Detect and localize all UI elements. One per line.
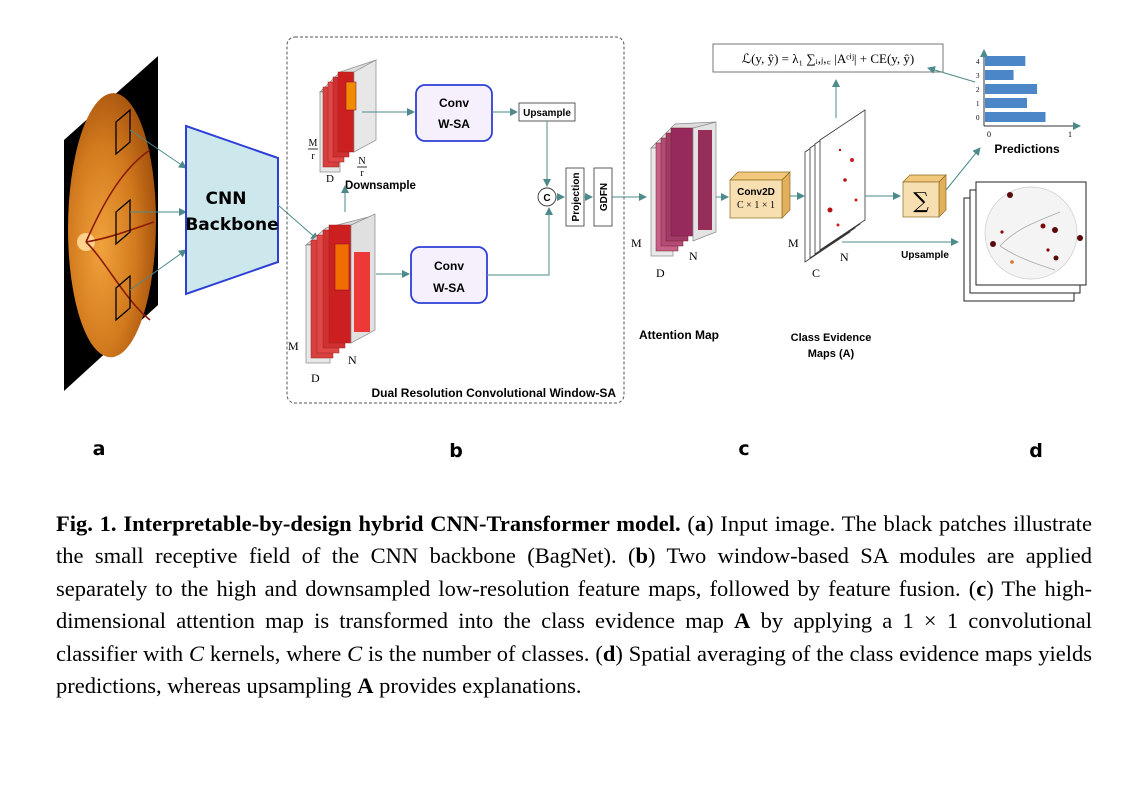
caption-part-c-2: by applying a 1 × 1 convolutional classi… — [56, 608, 1093, 666]
conv2d-block: Conv2D C × 1 × 1 — [729, 171, 791, 219]
panel-letter-d: d — [1029, 440, 1043, 462]
caption-part-d-label: d — [602, 640, 616, 666]
conv2d-l1: Conv2D — [737, 187, 775, 198]
prediction-bar-1 — [985, 98, 1027, 108]
loss-formula-box — [712, 43, 944, 73]
downsample-label: Downsample — [345, 180, 416, 192]
input-image — [64, 56, 158, 391]
x-tick-1: 1 — [1068, 130, 1072, 139]
dim-M-cem: M — [788, 236, 799, 250]
dim-N-large: N — [348, 353, 357, 367]
y-tick-0: 0 — [976, 114, 980, 122]
conv-wsa-bottom: Conv W-SA — [410, 246, 488, 304]
caption-part-a: Input image. The black patches illustrat… — [56, 511, 1092, 569]
conv2d-l2: C × 1 × 1 — [737, 200, 775, 211]
x-tick-0: 0 — [987, 130, 991, 139]
class-evidence-l1: Class Evidence — [791, 332, 872, 344]
caption-part-d-2: provides explanations. — [379, 673, 582, 699]
upsample-box-label: Upsample — [523, 108, 571, 119]
conv-wsa-top: Conv W-SA — [415, 84, 493, 142]
gdfn-label: GDFN — [599, 183, 610, 211]
dual-resolution-title: Dual Resolution Convolutional Window-SA — [371, 386, 616, 400]
attention-map-stack — [650, 121, 717, 257]
dim-N-over-r-num: N — [358, 156, 365, 167]
upsample-explain-label: Upsample — [901, 250, 949, 261]
dim-N-attn: N — [689, 249, 698, 263]
high-res-feature-stack — [304, 213, 376, 364]
caption-part-b: Two window-based SA modules are applied … — [56, 543, 1092, 601]
dim-M-large: M — [288, 339, 299, 353]
cnn-backbone: CNN Backbone — [185, 124, 279, 296]
prediction-bar-4 — [985, 56, 1026, 66]
sum-block: ∑ — [902, 174, 947, 218]
caption-part-c-3: kernels, where — [209, 640, 342, 666]
dual-resolution-box — [286, 36, 625, 404]
caption-title: Interpretable-by-design hybrid CNN-Trans… — [123, 511, 681, 536]
caption-part-c-label: c — [976, 575, 987, 601]
prediction-bar-2 — [985, 84, 1038, 94]
panel-letter-b: b — [449, 440, 463, 462]
dim-M-over-r-den: r — [311, 151, 315, 162]
conv-wsa-bottom-l2: W-SA — [433, 281, 465, 295]
y-tick-3: 3 — [976, 72, 980, 80]
caption-part-c-A: A — [734, 608, 751, 634]
panel-letter-c: c — [738, 438, 749, 460]
caption-fig-label: Fig. 1. — [56, 511, 117, 536]
y-tick-2: 2 — [976, 86, 980, 94]
dim-M-over-r-num: M — [309, 138, 318, 149]
loss-formula: ℒ(y, ŷ) = λ₁ ∑ᵢ,ⱼ,꜀ |Aᶜⁱʲ| + CE(y, ŷ) — [742, 51, 915, 66]
caption-part-c-1: The high-dimensional attention map is tr… — [56, 575, 1092, 634]
conv-wsa-top-l2: W-SA — [438, 117, 470, 131]
dim-D-attn: D — [656, 266, 665, 280]
y-tick-4: 4 — [976, 58, 980, 66]
sum-symbol: ∑ — [913, 189, 929, 214]
caption-part-d-A: A — [357, 673, 374, 699]
caption-part-c-4: is the number of classes. — [367, 640, 590, 666]
dim-N-cem: N — [840, 250, 849, 264]
panel-letter-a: a — [93, 438, 106, 460]
dim-C-cem: C — [812, 266, 820, 280]
dim-D-small: D — [326, 173, 334, 185]
backbone-label-1: CNN — [206, 189, 247, 209]
class-evidence-l2: Maps (A) — [808, 348, 855, 360]
projection-label: Projection — [571, 173, 582, 222]
dim-M-attn: M — [631, 236, 642, 250]
predictions-chart: 0 1 2 3 4 0 1 Predictions — [976, 49, 1081, 156]
caption-part-b-label: b — [635, 543, 649, 569]
caption-part-c-C1: C — [188, 640, 204, 666]
caption-part-a-label: a — [694, 511, 707, 536]
caption-part-d-1: Spatial averaging of the class evidence … — [56, 640, 1093, 699]
low-res-feature-stack — [318, 59, 378, 173]
attention-map-label: Attention Map — [639, 328, 719, 342]
figure-diagram: CNN Backbone M r N r D Downsample M N D — [64, 36, 1087, 462]
receptive-field-patches — [115, 108, 131, 322]
input-arrows — [129, 129, 187, 291]
prediction-bar-3 — [985, 70, 1014, 80]
dim-N-over-r-den: r — [360, 168, 364, 179]
backbone-label-2: Backbone — [185, 215, 278, 235]
y-tick-1: 1 — [976, 100, 980, 108]
caption-part-c-C2: C — [347, 640, 363, 666]
class-evidence-stack — [804, 109, 866, 263]
prediction-bar-0 — [985, 112, 1046, 122]
conv-wsa-bottom-l1: Conv — [434, 259, 464, 273]
explanation-maps — [963, 181, 1087, 302]
conv-wsa-top-l1: Conv — [439, 96, 469, 110]
predictions-title: Predictions — [994, 142, 1060, 156]
figure-caption: Fig. 1. Interpretable-by-design hybrid C… — [56, 511, 1093, 699]
dim-D-large: D — [311, 371, 320, 385]
concat-label: C — [543, 193, 550, 204]
